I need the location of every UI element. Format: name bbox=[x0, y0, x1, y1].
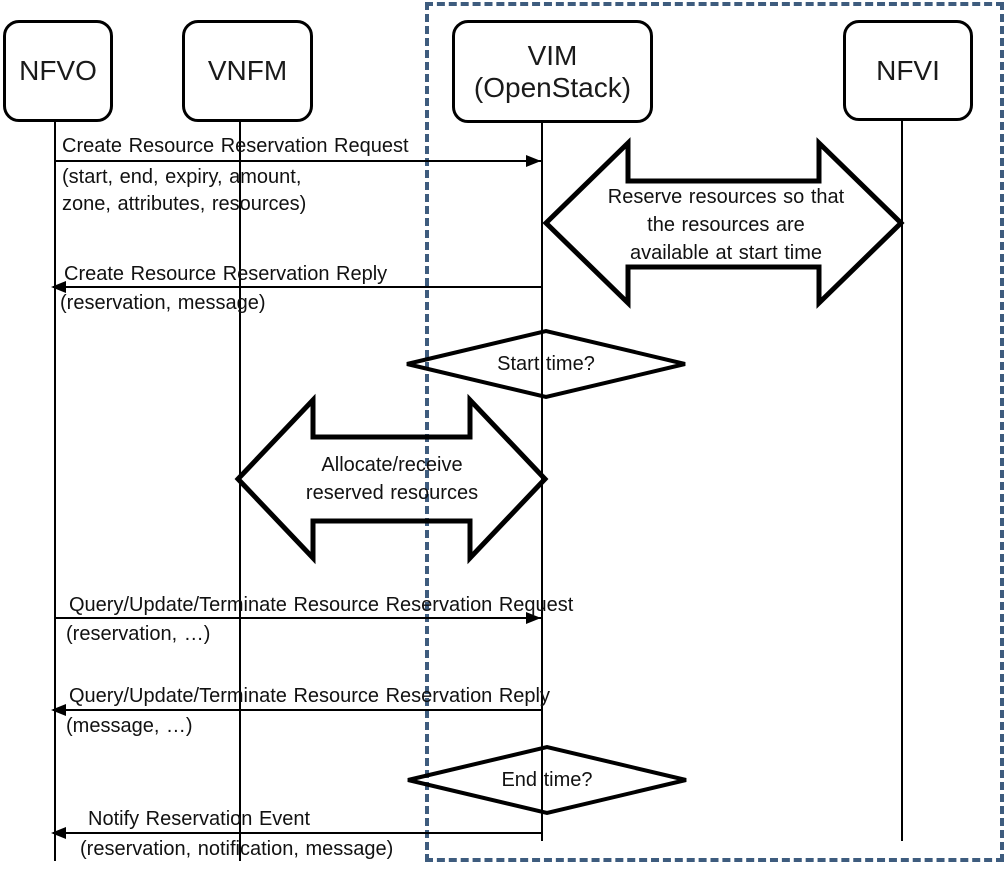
message-1-arrow-line bbox=[55, 160, 541, 162]
nfvi-lifeline bbox=[901, 115, 903, 841]
actor-label-vnfm: VNFM bbox=[207, 55, 288, 86]
message-2-arrowhead-left-icon bbox=[51, 281, 66, 293]
activity-label-reserve: Reserve resources so that the resources … bbox=[607, 186, 845, 264]
double-arrow-reserve-resources bbox=[542, 137, 905, 309]
message-2-params: (reservation, message) bbox=[60, 292, 266, 314]
message-1-arrowhead-right-icon bbox=[526, 155, 541, 167]
message-3-arrowhead-right-icon bbox=[526, 612, 541, 624]
message-5-arrowhead-left-icon bbox=[51, 827, 66, 839]
message-4-params: (message, …) bbox=[66, 715, 193, 737]
actor-box-vim: VIM (OpenStack) bbox=[452, 20, 653, 123]
message-4-arrowhead-left-icon bbox=[51, 704, 66, 716]
message-5-title: Notify Reservation Event bbox=[88, 808, 311, 830]
actor-box-nfvo: NFVO bbox=[3, 20, 113, 122]
message-4-arrow-line bbox=[53, 709, 542, 711]
message-3-title: Query/Update/Terminate Resource Reservat… bbox=[69, 594, 574, 616]
decision-diamond-end-time bbox=[407, 744, 687, 816]
actor-box-vnfm: VNFM bbox=[182, 20, 313, 122]
decision-diamond-start-time bbox=[406, 328, 686, 400]
nfvo-lifeline bbox=[54, 116, 56, 861]
actor-label-nfvo: NFVO bbox=[19, 55, 97, 86]
message-2-title: Create Resource Reservation Reply bbox=[64, 263, 388, 285]
actor-label-vim: VIM (OpenStack) bbox=[473, 39, 632, 103]
actor-label-nfvi: NFVI bbox=[876, 54, 940, 86]
actor-box-nfvi: NFVI bbox=[843, 20, 973, 121]
openstack-scope-box bbox=[425, 2, 1004, 862]
decision-label-end-time: End time? bbox=[501, 769, 593, 791]
message-3-arrow-line bbox=[55, 617, 541, 619]
activity-label-allocate: Allocate/receive reserved resources bbox=[305, 454, 479, 504]
message-1-params: (start, end, expiry, amount, zone, attri… bbox=[62, 166, 307, 215]
double-arrow-allocate-resources bbox=[234, 393, 549, 565]
vnfm-lifeline bbox=[239, 116, 241, 861]
message-4-title: Query/Update/Terminate Resource Reservat… bbox=[69, 685, 550, 707]
message-2-arrow-line bbox=[53, 286, 542, 288]
decision-label-start-time: Start time? bbox=[497, 353, 595, 375]
message-5-arrow-line bbox=[53, 832, 542, 834]
message-1-title: Create Resource Reservation Request bbox=[62, 135, 409, 157]
message-3-params: (reservation, …) bbox=[66, 623, 211, 645]
message-5-params: (reservation, notification, message) bbox=[80, 838, 394, 860]
